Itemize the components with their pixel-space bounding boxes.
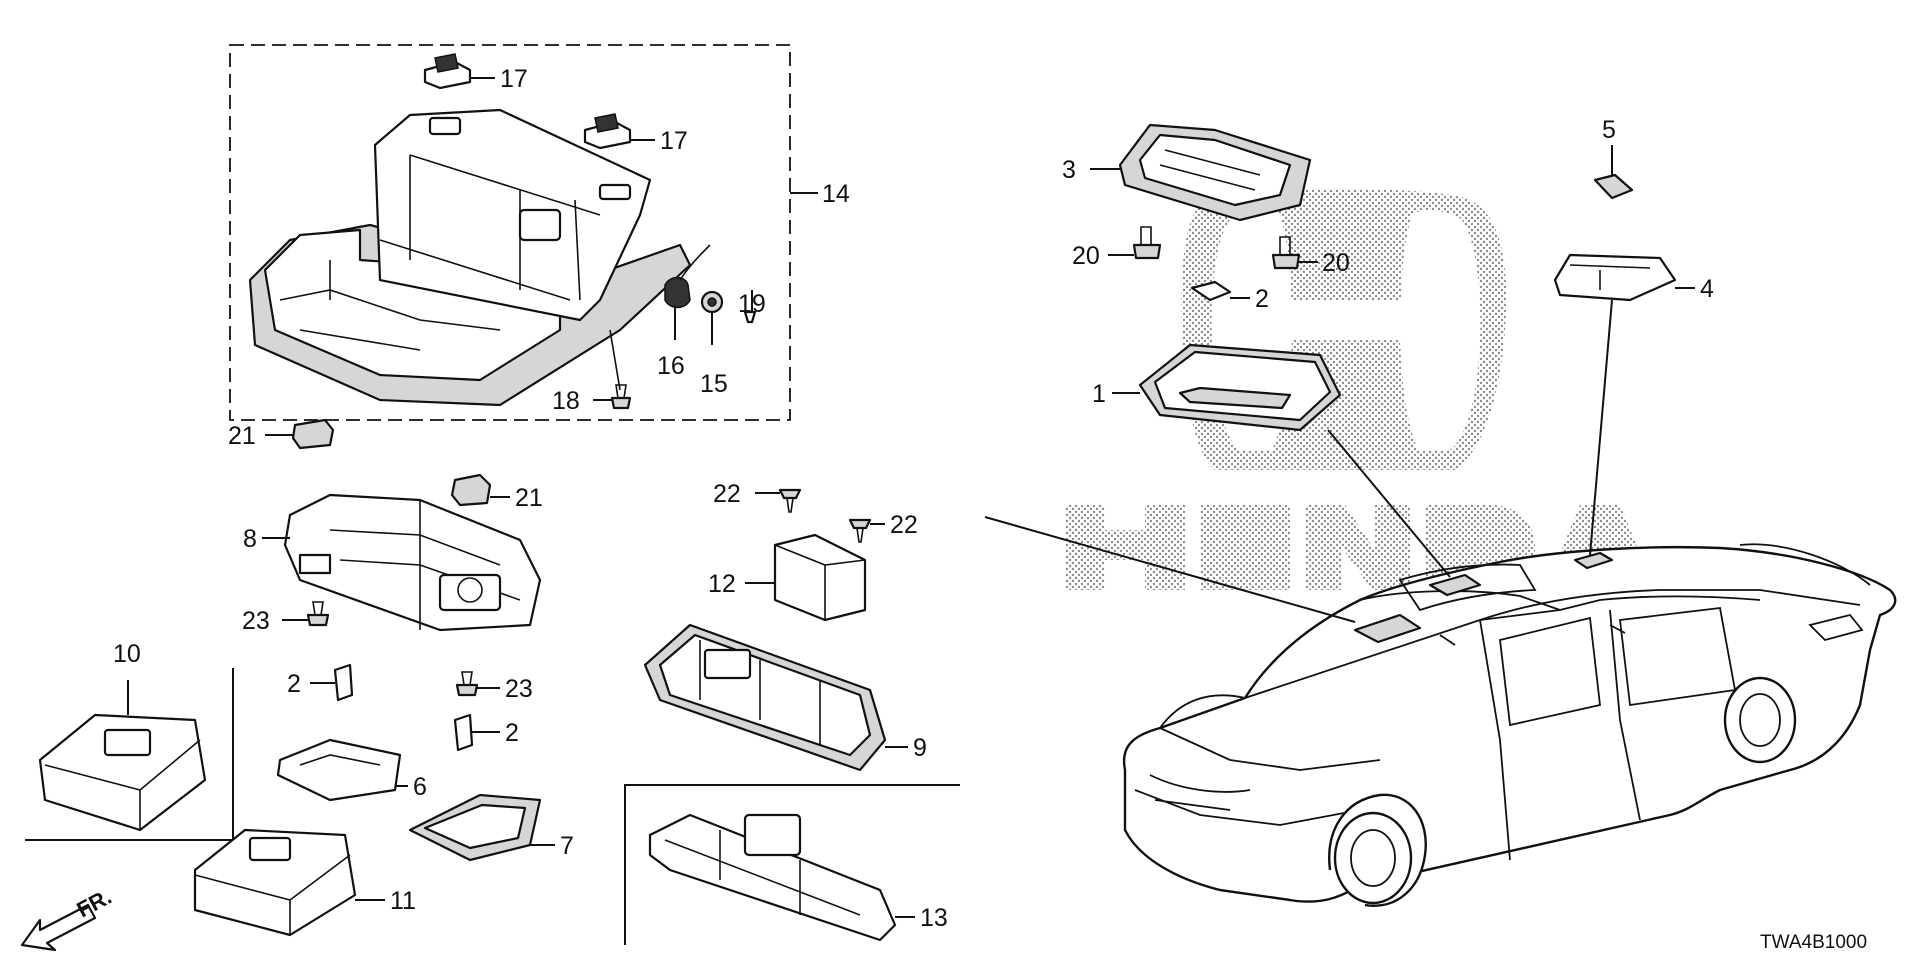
callout-8: 8 [243,525,257,553]
callout-23a: 23 [242,607,270,635]
callout-12: 12 [708,570,736,598]
part-19-pin [743,290,757,324]
part-12-control-unit [745,533,867,622]
callout-2c: 2 [1255,285,1269,313]
callout-4: 4 [1700,275,1714,303]
part-10-module [38,680,207,832]
part-21-clip-a [265,418,335,450]
callout-15: 15 [700,370,728,398]
callout-2b: 2 [505,719,519,747]
part-3-sunroof-switch-base [1090,123,1312,222]
callout-3: 3 [1062,156,1076,184]
callout-21a: 21 [228,422,256,450]
diagram-code: TWA4B1000 [1760,932,1867,953]
callout-20b: 20 [1322,249,1350,277]
part-20-screw-b [1271,236,1318,270]
car-illustration [1122,543,1897,907]
part-13-map-light [648,813,915,942]
callout-22b: 22 [890,511,918,539]
part-11-module [193,828,385,937]
part-9-map-light [643,623,908,772]
part-2-bulb-c [1190,280,1250,302]
part-21-clip-b [450,473,510,507]
callout-23b: 23 [505,675,533,703]
part-16-socket [664,244,711,340]
callout-14: 14 [822,180,850,208]
part-2-bulb-a [310,663,354,702]
callout-21b: 21 [515,484,543,512]
callout-17a: 17 [500,65,528,93]
part-23-screw-b [455,671,500,697]
callout-5: 5 [1602,116,1616,144]
front-arrow-icon [20,903,97,952]
part-14-group-frame [229,44,818,421]
part-23-screw-a [282,601,330,627]
callout-19: 19 [738,290,766,318]
callout-11: 11 [390,887,416,915]
part-1-lens [1112,343,1342,432]
part-14-console-housing [248,108,692,407]
part-22-screw-a [755,488,802,513]
callout-18: 18 [552,387,580,415]
car-leader-lines [984,299,1613,623]
part-17-clip-b [583,113,655,150]
callout-16: 16 [657,352,685,380]
part-7-lens-frame [408,793,555,862]
part-18-screw [593,384,632,410]
callout-17b: 17 [660,127,688,155]
part-8-map-light [262,493,542,632]
part-15-bulb [700,290,724,345]
part-13-frame [624,784,960,945]
callout-13: 13 [920,904,948,932]
part-20-screw-a [1108,226,1162,260]
part-2-bulb-b [453,713,500,752]
callout-1: 1 [1092,380,1106,408]
part-22-screw-b [848,518,885,543]
callout-7: 7 [560,832,574,860]
part-4-housing [1553,253,1695,302]
callout-2a: 2 [287,670,301,698]
part-5-bulb [1593,145,1634,200]
callout-20a: 20 [1072,242,1100,270]
part-6-lens [276,738,408,802]
callout-9: 9 [913,734,927,762]
callout-22a: 22 [713,480,741,508]
part-17-clip-a [423,53,495,90]
callout-10: 10 [113,640,141,668]
callout-6: 6 [413,773,427,801]
